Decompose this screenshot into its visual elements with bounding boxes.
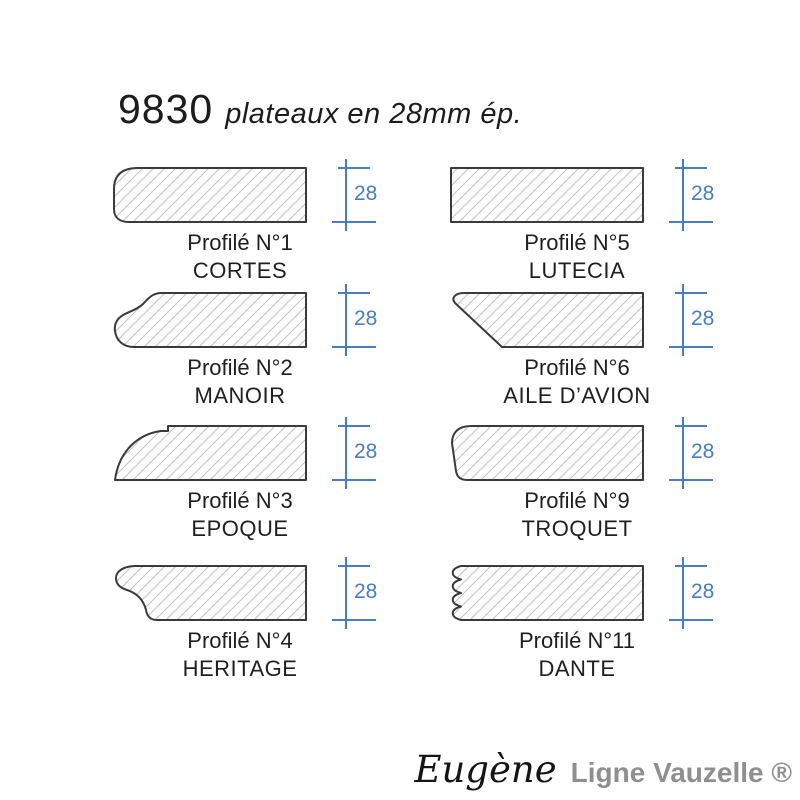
thickness-label: 28 bbox=[691, 182, 715, 205]
profile-figure: 28 bbox=[449, 557, 729, 629]
profile-figure: 28 bbox=[112, 417, 392, 489]
dimension-marker: 28 bbox=[330, 557, 390, 631]
profile-labels: Profilé N°6 AILE D’AVION bbox=[449, 354, 705, 410]
thickness-label: 28 bbox=[354, 440, 378, 463]
heritage-profile-drawing bbox=[115, 565, 307, 621]
dimension-marker: 28 bbox=[330, 417, 390, 491]
dimension-marker: 28 bbox=[667, 159, 727, 233]
thickness-label: 28 bbox=[691, 307, 715, 330]
page-header: 9830 plateaux en 28mm ép. bbox=[118, 86, 522, 133]
thickness-label: 28 bbox=[691, 580, 715, 603]
lutecia-profile-drawing bbox=[450, 167, 644, 223]
brand-name: Ligne Vauzelle ® bbox=[570, 757, 792, 788]
profile-labels: Profilé N°9 TROQUET bbox=[449, 487, 705, 543]
profile-number: Profilé N°6 bbox=[524, 355, 630, 380]
dimension-lines-icon bbox=[332, 417, 376, 489]
profile-number: Profilé N°5 bbox=[524, 230, 630, 255]
profile-card-heritage: 28 Profilé N°4 HERITAGE bbox=[112, 557, 392, 683]
profile-card-troquet: 28 Profilé N°9 TROQUET bbox=[449, 417, 729, 543]
troquet-profile-drawing bbox=[451, 425, 644, 481]
thickness-label: 28 bbox=[354, 182, 378, 205]
dimension-lines-icon bbox=[669, 159, 713, 231]
product-description: plateaux en 28mm ép. bbox=[225, 98, 523, 130]
profile-number: Profilé N°11 bbox=[519, 628, 635, 653]
profile-number: Profilé N°1 bbox=[187, 230, 293, 255]
profile-number: Profilé N°9 bbox=[524, 488, 630, 513]
thickness-label: 28 bbox=[691, 440, 715, 463]
profile-figure: 28 bbox=[112, 159, 392, 231]
profile-card-manoir: 28 Profilé N°2 MANOIR bbox=[112, 284, 392, 410]
dimension-lines-icon bbox=[332, 557, 376, 629]
profile-labels: Profilé N°4 HERITAGE bbox=[112, 627, 368, 683]
manoir-profile-drawing bbox=[113, 292, 307, 348]
profile-number: Profilé N°3 bbox=[187, 488, 293, 513]
profile-figure: 28 bbox=[112, 557, 392, 629]
profile-model: TROQUET bbox=[521, 516, 633, 541]
profile-model: HERITAGE bbox=[182, 656, 298, 681]
profile-card-aile-davion: 28 Profilé N°6 AILE D’AVION bbox=[449, 284, 729, 410]
profile-labels: Profilé N°3 EPOQUE bbox=[112, 487, 368, 543]
product-code: 9830 bbox=[118, 86, 214, 132]
profile-figure: 28 bbox=[449, 417, 729, 489]
brand-footer: Eugène Ligne Vauzelle ® bbox=[414, 748, 792, 791]
dimension-lines-icon bbox=[669, 284, 713, 356]
profile-card-dante: 28 Profilé N°11 DANTE bbox=[449, 557, 729, 683]
brand-logo-script: Eugène bbox=[414, 748, 557, 791]
dimension-lines-icon bbox=[332, 284, 376, 356]
dimension-marker: 28 bbox=[667, 284, 727, 358]
dimension-lines-icon bbox=[669, 417, 713, 489]
profile-labels: Profilé N°5 LUTECIA bbox=[449, 229, 705, 285]
thickness-label: 28 bbox=[354, 580, 378, 603]
profile-card-epoque: 28 Profilé N°3 EPOQUE bbox=[112, 417, 392, 543]
profile-number: Profilé N°4 bbox=[187, 628, 293, 653]
dimension-lines-icon bbox=[669, 557, 713, 629]
profile-labels: Profilé N°1 CORTES bbox=[112, 229, 368, 285]
profile-model: LUTECIA bbox=[528, 258, 626, 283]
dimension-marker: 28 bbox=[667, 557, 727, 631]
profile-model: AILE D’AVION bbox=[503, 383, 651, 408]
profile-model: DANTE bbox=[538, 656, 616, 681]
profile-labels: Profilé N°11 DANTE bbox=[449, 627, 705, 683]
profile-figure: 28 bbox=[449, 284, 729, 356]
dimension-marker: 28 bbox=[330, 159, 390, 233]
profile-figure: 28 bbox=[112, 284, 392, 356]
profile-model: MANOIR bbox=[194, 383, 286, 408]
profile-model: CORTES bbox=[192, 258, 288, 283]
cortes-profile-drawing bbox=[113, 167, 307, 223]
epoque-profile-drawing bbox=[114, 425, 307, 481]
dante-profile-drawing bbox=[451, 565, 644, 621]
dimension-lines-icon bbox=[332, 159, 376, 231]
profile-number: Profilé N°2 bbox=[187, 355, 293, 380]
profile-figure: 28 bbox=[449, 159, 729, 231]
thickness-label: 28 bbox=[354, 307, 378, 330]
profile-card-cortes: 28 Profilé N°1 CORTES bbox=[112, 159, 392, 285]
profile-card-lutecia: 28 Profilé N°5 LUTECIA bbox=[449, 159, 729, 285]
dimension-marker: 28 bbox=[330, 284, 390, 358]
profile-model: EPOQUE bbox=[191, 516, 289, 541]
dimension-marker: 28 bbox=[667, 417, 727, 491]
profile-labels: Profilé N°2 MANOIR bbox=[112, 354, 368, 410]
aile-davion-profile-drawing bbox=[452, 292, 644, 348]
